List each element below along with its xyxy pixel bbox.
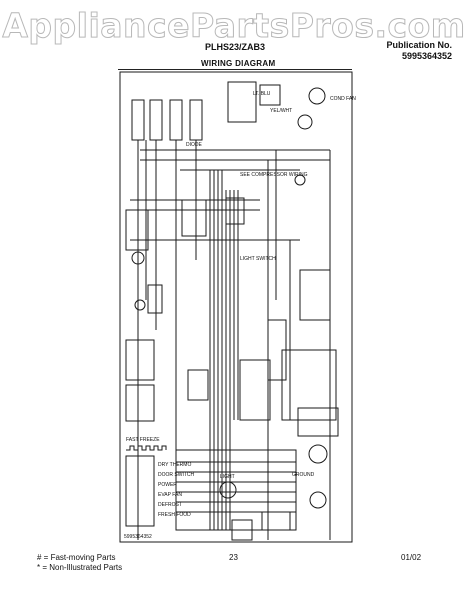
color-code-box [299, 269, 331, 321]
label-lt-blu: LT. BLU [253, 91, 271, 97]
publication-label: Publication No. [386, 40, 452, 50]
page-number: 23 [229, 553, 238, 562]
label-cond-fan: COND FAN [330, 96, 356, 102]
legend-non-illustrated: * = Non-Illustrated Parts [37, 563, 123, 572]
watermark: AppliancePartsPros.com [2, 6, 466, 46]
title-divider [118, 69, 352, 70]
cond-fan-motor [308, 87, 326, 105]
label-power: POWER [158, 482, 177, 488]
bulb-left [134, 299, 146, 311]
label-evap-fan: EVAP FAN [158, 492, 182, 498]
switch-block-center [181, 199, 207, 237]
label-diode: DIODE [186, 142, 203, 148]
label-see-compressor: SEE COMPRESSOR WIRING [240, 172, 308, 178]
model-number: PLHS23/ZAB3 [205, 42, 266, 52]
legend-fast-moving: # = Fast-moving Parts [37, 553, 116, 562]
timer-block [125, 209, 149, 251]
label-light-switch: LIGHT SWITCH [240, 256, 276, 262]
damper-block [225, 197, 245, 225]
top-switch-1 [131, 99, 145, 141]
label-ground: GROUND [292, 472, 315, 478]
top-switch-2 [149, 99, 163, 141]
fan-motor-2 [297, 114, 313, 130]
compressor-terminal [294, 174, 306, 186]
timer-motor [131, 251, 145, 265]
label-fresh-food: FRESH FOOD [158, 512, 191, 518]
relay-block-top [227, 81, 257, 123]
defrost-heater [309, 491, 327, 509]
top-switch-3 [169, 99, 183, 141]
publication-number: 5995364352 [401, 51, 452, 61]
connector-top [259, 84, 281, 106]
label-fast-freeze: FAST FREEZE [126, 437, 160, 443]
ground-block [261, 511, 291, 531]
page-title: WIRING DIAGRAM [201, 59, 276, 68]
dispenser-block [281, 349, 337, 421]
lower-connector [231, 519, 253, 541]
fan-switch-block [297, 407, 339, 437]
lamp-bottom [219, 481, 237, 499]
connector-left-2 [125, 384, 155, 422]
evap-fan-motor [308, 444, 328, 464]
top-switch-4 [189, 99, 203, 141]
publication-block: Publication No. 5995364352 [352, 40, 452, 62]
label-defrost: DEFROST [158, 502, 182, 508]
label-diagram-code: 5995364352 [124, 534, 152, 540]
label-yel-wht: YEL/WHT [270, 108, 292, 114]
icemaker-block [267, 319, 287, 381]
diagram-frame [119, 71, 353, 543]
fast-freeze-wave [126, 445, 167, 451]
publication-date: 01/02 [401, 553, 422, 562]
light-switch-block [187, 369, 209, 401]
heater-block [147, 284, 163, 314]
control-board [175, 449, 297, 531]
sensor-stack [125, 455, 155, 527]
label-light: LIGHT [220, 474, 235, 480]
connector-left-1 [125, 339, 155, 381]
label-dry-thermo: DRY THERMO [158, 462, 191, 468]
label-door-switch: DOOR SWITCH [158, 472, 194, 478]
board-connector [239, 359, 271, 421]
